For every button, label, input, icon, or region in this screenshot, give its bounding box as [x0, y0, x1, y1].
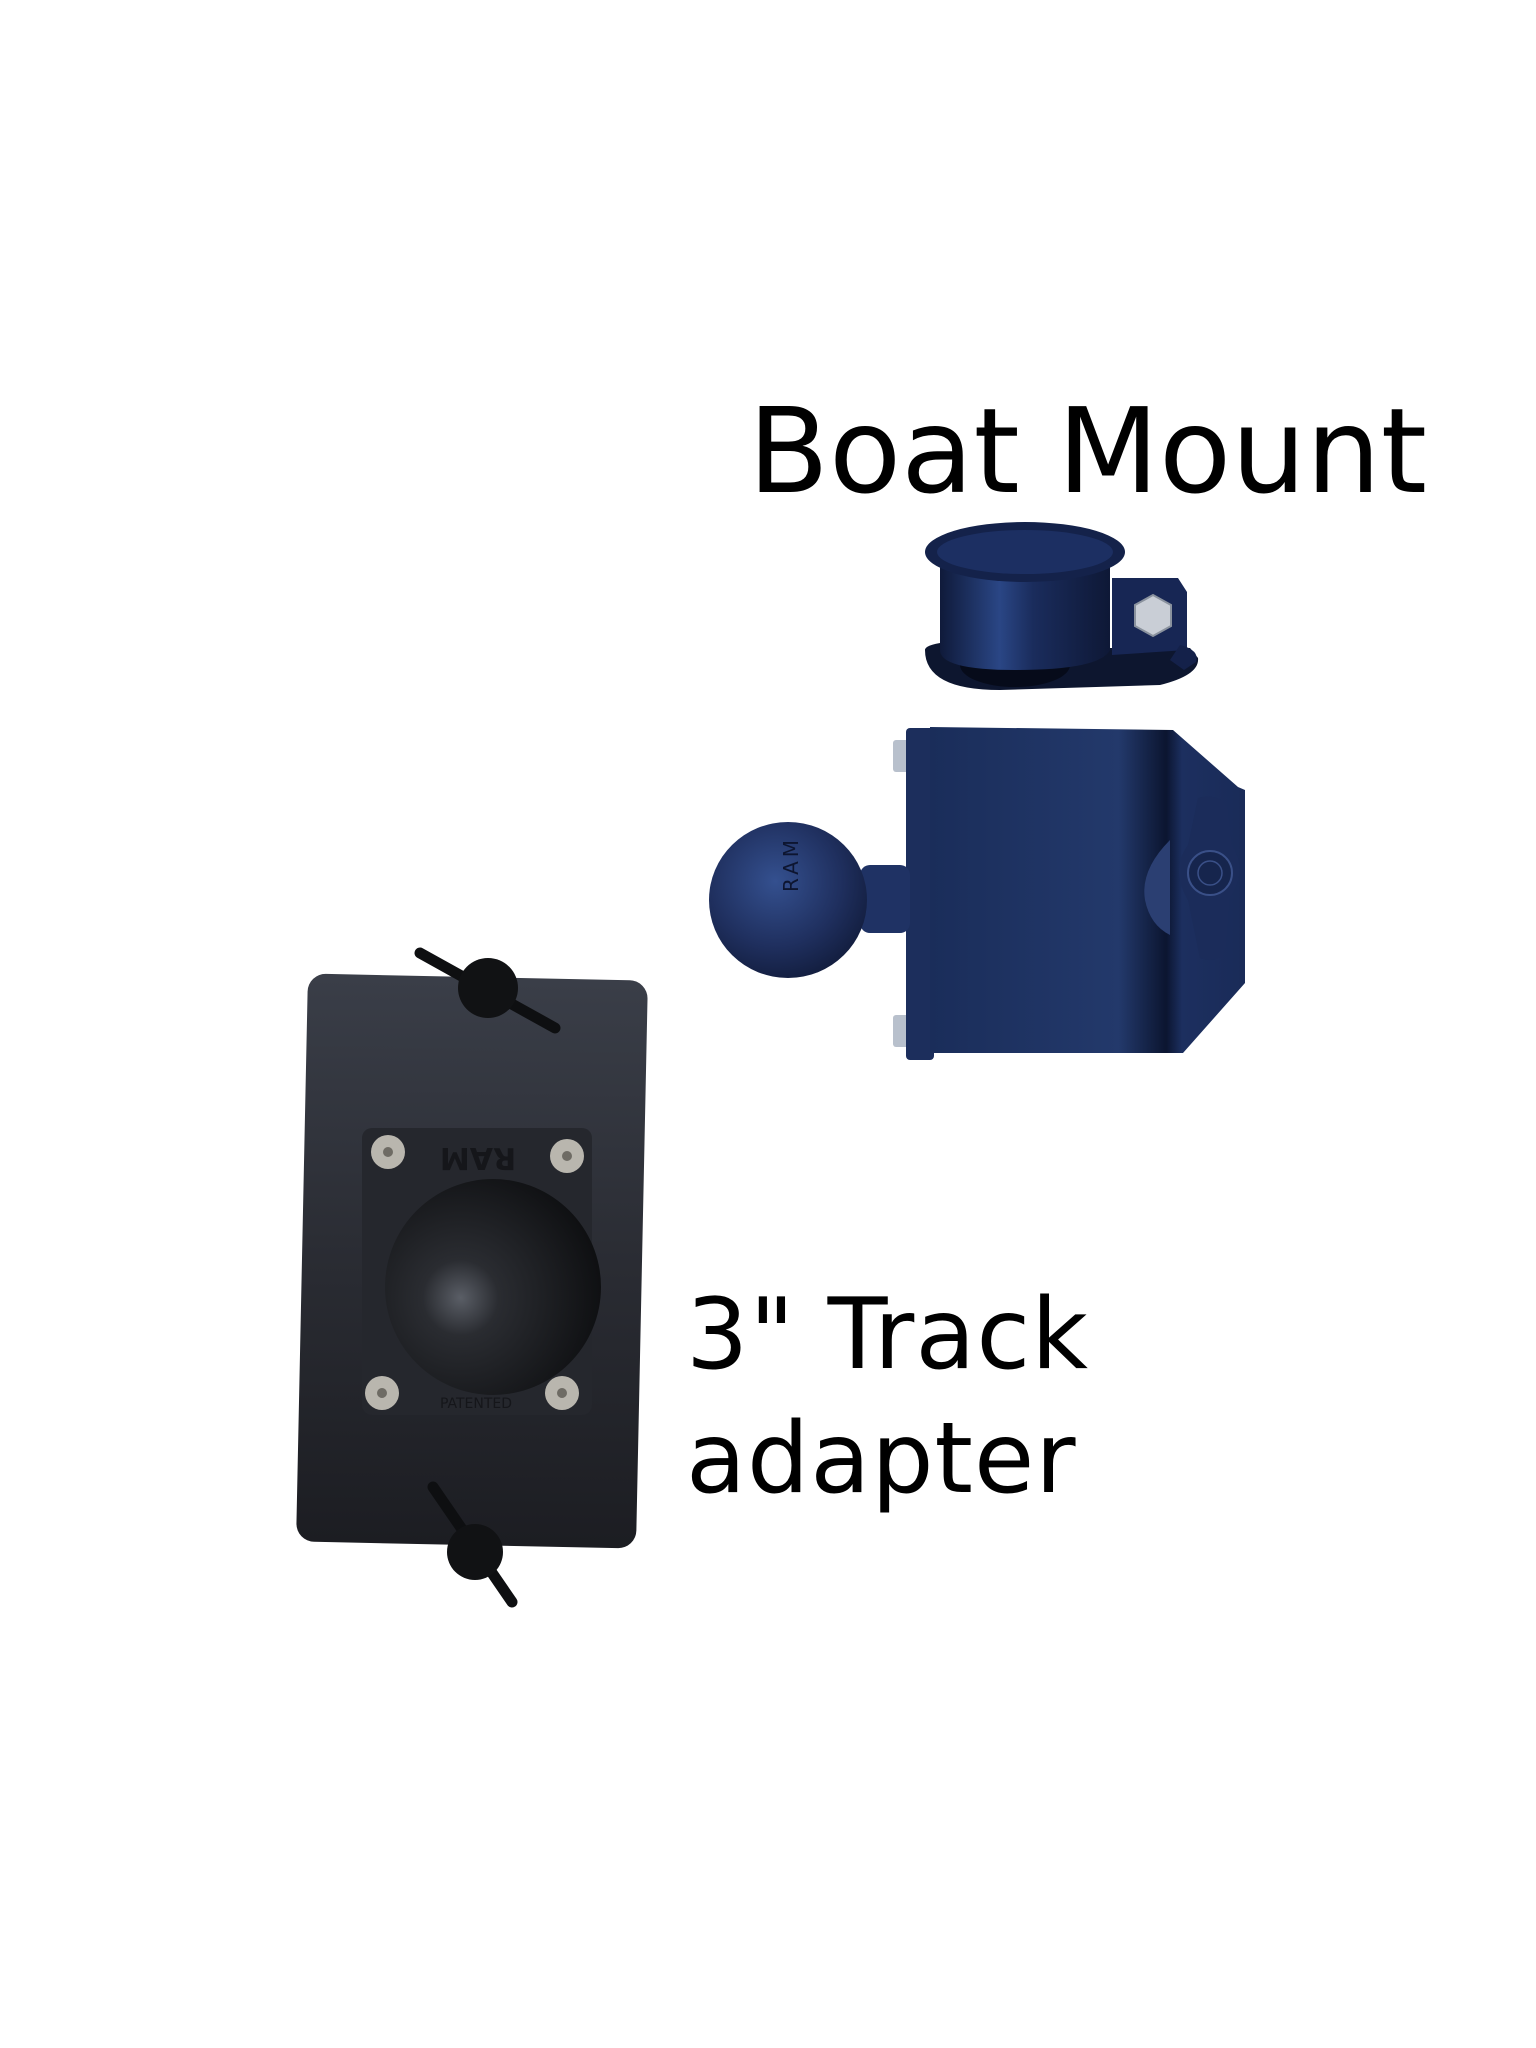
boat-mount-label: Boat Mount — [748, 382, 1428, 520]
insert-patented-imprint: PATENTED — [440, 1396, 512, 1412]
track-adapter-plate: RAM PATENTED — [280, 930, 680, 1620]
track-adapter-label: 3" Track adapter — [686, 1273, 1089, 1521]
boat-mount-base-with-ball: RAM — [700, 720, 1260, 1080]
rail-clamp-image — [925, 522, 1199, 690]
boat-mount-ball — [709, 822, 867, 978]
boat-mount-base-image: RAM — [709, 727, 1245, 1060]
stud-top — [893, 740, 909, 772]
boat-mount-rail-clamp — [900, 500, 1220, 720]
track-adapter-image: RAM PATENTED — [296, 947, 648, 1608]
track-adapter-label-line1: 3" Track — [686, 1278, 1090, 1392]
wingnut-bottom — [447, 1524, 503, 1580]
track-adapter-label-line2: adapter — [686, 1402, 1077, 1516]
stud-bottom — [893, 1015, 909, 1047]
insert-ram-imprint: RAM — [440, 1140, 516, 1175]
ball-ram-imprint: RAM — [779, 836, 803, 892]
adapter-ball — [385, 1179, 601, 1395]
wingnut-top — [458, 958, 518, 1018]
